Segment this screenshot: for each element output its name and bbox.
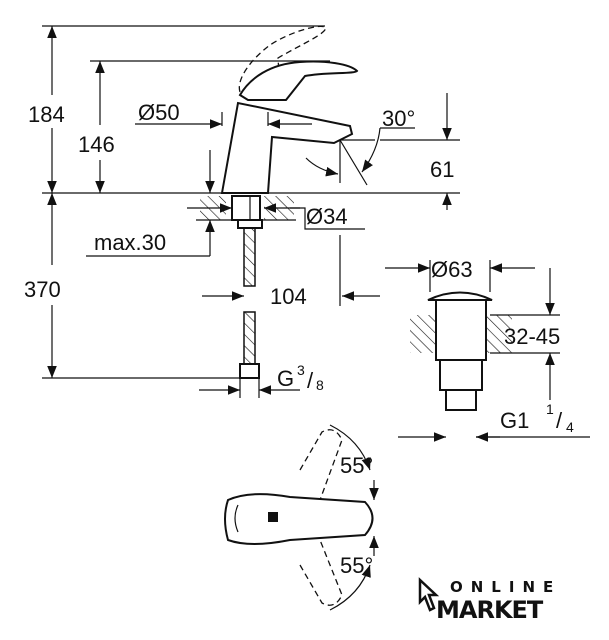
faucet-top-view [224, 424, 379, 611]
label-thread-g1: G1 [500, 408, 529, 433]
label-angle-55-bottom: 55° [340, 553, 373, 578]
lever-right-dashed [299, 539, 343, 606]
label-angle-55-top: 55° [340, 453, 373, 478]
lever-top [224, 493, 374, 545]
label-connection-g: G [277, 366, 294, 391]
hose-connector [239, 363, 260, 379]
label-angle-30: 30° [382, 106, 415, 131]
label-thread-numerator: 1 [546, 401, 554, 417]
faucet-lever [238, 60, 359, 101]
label-diameter-34: Ø34 [306, 204, 348, 229]
logo-line2: MARKET [436, 596, 544, 624]
label-diameter-63: Ø63 [431, 257, 473, 282]
label-connection-denominator: 8 [316, 377, 324, 393]
label-height-184: 184 [28, 102, 65, 127]
label-max-30: max.30 [94, 230, 166, 255]
faucet-side-view [42, 25, 460, 398]
fraction-slash: / [307, 368, 314, 393]
label-thread-denominator: 4 [566, 419, 574, 435]
mounting-nut [231, 195, 261, 221]
label-height-146: 146 [78, 132, 115, 157]
label-range-32-45: 32-45 [504, 324, 560, 349]
supply-hose [243, 227, 256, 287]
lever-raised-dashed [238, 25, 327, 95]
fraction-slash-2: / [556, 408, 563, 433]
label-connection-numerator: 3 [297, 362, 305, 378]
logo-line1: ONLINE [450, 578, 561, 596]
label-clearance-61: 61 [430, 157, 454, 182]
label-diameter-50: Ø50 [138, 100, 180, 125]
label-projection-104: 104 [270, 284, 307, 309]
label-length-370: 370 [24, 277, 61, 302]
popup-waste [385, 260, 590, 442]
online-market-logo: ONLINE MARKET [418, 577, 561, 624]
cursor-icon [418, 577, 440, 612]
faucet-body [220, 101, 354, 194]
waste-cap [427, 291, 493, 301]
lever-left-dashed [299, 429, 343, 501]
